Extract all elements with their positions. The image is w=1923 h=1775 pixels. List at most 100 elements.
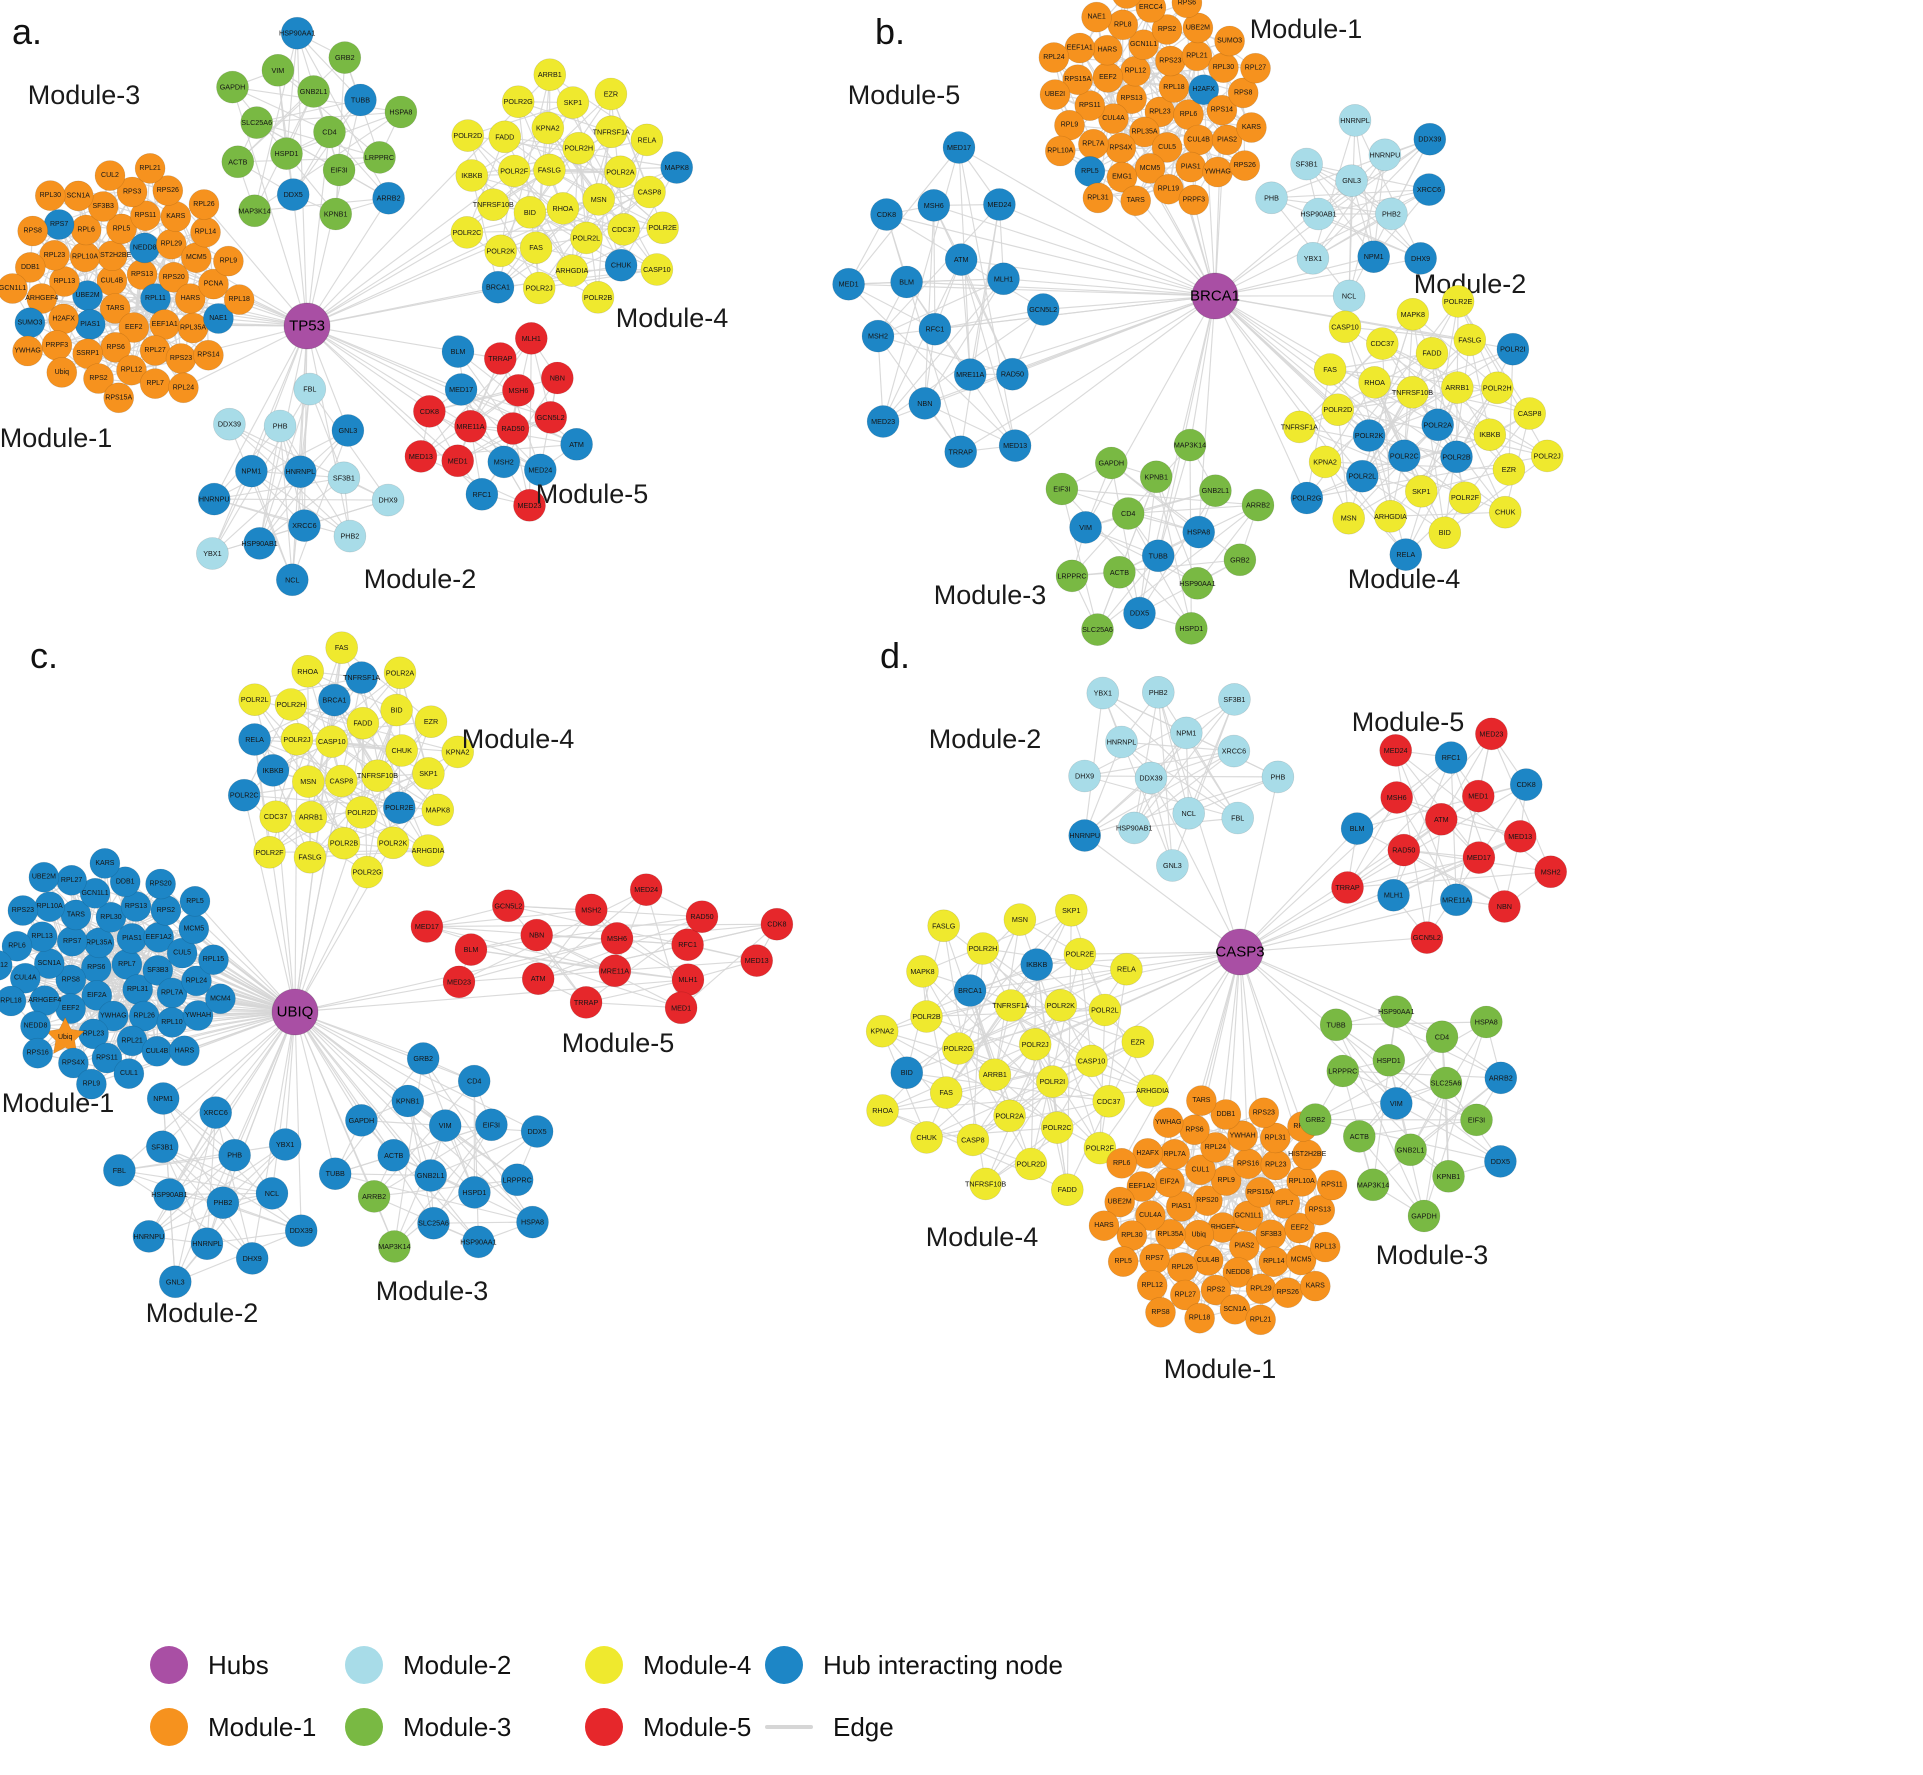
node-RAD50[interactable]: RAD50 xyxy=(996,357,1029,391)
node-POLR2E[interactable]: POLR2E xyxy=(1441,285,1475,318)
node-PIAS1[interactable]: PIAS1 xyxy=(1175,151,1207,183)
node-SKP1[interactable]: SKP1 xyxy=(556,86,590,119)
node-NPM1[interactable]: NPM1 xyxy=(1170,716,1203,750)
node-POLR2H[interactable]: POLR2H xyxy=(1481,371,1514,405)
node-FADD[interactable]: FADD xyxy=(1051,1173,1084,1206)
node-RPL9[interactable]: RPL9 xyxy=(1054,109,1085,141)
node-HIST2H2BE[interactable]: HIST2H2BE xyxy=(93,240,132,271)
node-RAD50[interactable]: RAD50 xyxy=(496,412,530,445)
node-HSP90AA1[interactable]: HSP90AA1 xyxy=(460,1225,497,1259)
node-GNL3[interactable]: GNL3 xyxy=(331,414,365,447)
node-MSH6[interactable]: MSH6 xyxy=(917,189,951,222)
node-MLH1[interactable]: MLH1 xyxy=(1377,878,1410,912)
node-ARHGDIA[interactable]: ARHGDIA xyxy=(1136,1074,1169,1107)
node-BID[interactable]: BID xyxy=(513,196,547,229)
node-POLR2C[interactable]: POLR2C xyxy=(450,216,484,249)
node-KPNB1[interactable]: KPNB1 xyxy=(391,1084,425,1118)
node-TRRAP[interactable]: TRRAP xyxy=(569,986,603,1019)
node-RPS11[interactable]: RPS11 xyxy=(1316,1169,1348,1201)
node-RPS23[interactable]: RPS23 xyxy=(165,343,197,374)
node-NPM1[interactable]: NPM1 xyxy=(1357,240,1390,274)
node-FBL[interactable]: FBL xyxy=(1221,801,1254,835)
node-GCN5L2[interactable]: GCN5L2 xyxy=(1026,293,1060,326)
node-RPL30[interactable]: RPL30 xyxy=(1208,52,1239,83)
node-MED17[interactable]: MED17 xyxy=(1462,841,1496,874)
node-MED23[interactable]: MED23 xyxy=(866,405,900,438)
node-NEDD8[interactable]: NEDD8 xyxy=(20,1010,51,1042)
node-PIAS2[interactable]: PIAS2 xyxy=(1229,1230,1260,1262)
node-POLR2K[interactable]: POLR2K xyxy=(1044,988,1078,1022)
node-RPS2[interactable]: RPS2 xyxy=(1151,14,1183,45)
node-PRPF3[interactable]: PRPF3 xyxy=(41,330,73,361)
node-PHB2[interactable]: PHB2 xyxy=(206,1186,240,1219)
node-POLR2A[interactable]: POLR2A xyxy=(993,1099,1026,1133)
node-RPL18[interactable]: RPL18 xyxy=(0,985,27,1017)
node-RPL6[interactable]: RPL6 xyxy=(1106,1148,1137,1179)
node-RPL26[interactable]: RPL26 xyxy=(188,189,220,220)
node-POLR2K[interactable]: POLR2K xyxy=(484,234,518,268)
node-HSPA8[interactable]: HSPA8 xyxy=(1182,515,1215,549)
node-RPL18[interactable]: RPL18 xyxy=(1184,1302,1215,1334)
node-RPS23[interactable]: RPS23 xyxy=(7,895,39,926)
node-CASP10[interactable]: CASP10 xyxy=(640,253,674,286)
node-VIM[interactable]: VIM xyxy=(428,1109,462,1142)
node-SUMO3[interactable]: SUMO3 xyxy=(1214,25,1245,57)
node-RPS2[interactable]: RPS2 xyxy=(83,363,114,394)
node-H2AFX[interactable]: H2AFX xyxy=(1188,74,1219,105)
node-GRB2[interactable]: GRB2 xyxy=(328,41,362,74)
node-FBL[interactable]: FBL xyxy=(103,1154,136,1187)
node-SUMO3[interactable]: SUMO3 xyxy=(14,307,46,339)
node-XRCC6[interactable]: XRCC6 xyxy=(1217,734,1251,768)
node-MRE11A[interactable]: MRE11A xyxy=(454,409,487,443)
node-RPL30[interactable]: RPL30 xyxy=(1116,1220,1148,1251)
node-DDX5[interactable]: DDX5 xyxy=(276,178,310,211)
node-RPL14[interactable]: RPL14 xyxy=(190,216,221,248)
node-RPL10A[interactable]: RPL10A xyxy=(69,241,101,273)
node-MAP3K14[interactable]: MAP3K14 xyxy=(378,1230,411,1263)
node-RPS8[interactable]: RPS8 xyxy=(17,215,49,247)
node-RPL21[interactable]: RPL21 xyxy=(1245,1304,1276,1336)
node-VIM[interactable]: VIM xyxy=(1380,1087,1413,1120)
node-YBX1[interactable]: YBX1 xyxy=(1086,676,1120,710)
node-HSPD1[interactable]: HSPD1 xyxy=(270,137,303,170)
node-CD4[interactable]: CD4 xyxy=(1111,497,1145,530)
node-GRB2[interactable]: GRB2 xyxy=(1223,543,1257,577)
node-CASP10[interactable]: CASP10 xyxy=(1328,310,1362,344)
node-RPS11[interactable]: RPS11 xyxy=(130,200,161,231)
node-EEF1A1[interactable]: EEF1A1 xyxy=(1064,32,1096,64)
node-RPL5[interactable]: RPL5 xyxy=(106,213,137,245)
node-POLR2C[interactable]: POLR2C xyxy=(227,778,261,812)
node-GCN5L2[interactable]: GCN5L2 xyxy=(491,889,525,923)
node-POLR2B[interactable]: POLR2B xyxy=(1440,440,1473,474)
node-MCM5[interactable]: MCM5 xyxy=(178,913,210,945)
node-ACTB[interactable]: ACTB xyxy=(377,1139,411,1172)
node-MRE11A[interactable]: MRE11A xyxy=(1440,883,1473,917)
node-EEF2[interactable]: EEF2 xyxy=(1092,62,1124,93)
node-RPL12[interactable]: RPL12 xyxy=(1120,55,1151,87)
node-EIF3I[interactable]: EIF3I xyxy=(1045,472,1079,506)
node-FASLG[interactable]: FASLG xyxy=(927,909,961,943)
node-EEF1A1[interactable]: EEF1A1 xyxy=(149,309,180,340)
node-HNRNPL[interactable]: HNRNPL xyxy=(190,1227,224,1260)
node-ERCC4[interactable]: ERCC4 xyxy=(1135,0,1167,23)
node-MCM4[interactable]: MCM4 xyxy=(205,983,236,1015)
node-RPS23[interactable]: RPS23 xyxy=(1248,1097,1280,1129)
node-BRCA1[interactable]: BRCA1 xyxy=(953,974,987,1007)
node-TRRAP[interactable]: TRRAP xyxy=(1331,871,1364,904)
node-ARRB2[interactable]: ARRB2 xyxy=(1484,1061,1518,1095)
node-CHUK[interactable]: CHUK xyxy=(1488,495,1522,529)
node-RPL9[interactable]: RPL9 xyxy=(213,245,244,277)
node-CUL4B[interactable]: CUL4B xyxy=(1192,1245,1224,1276)
node-RPL10A[interactable]: RPL10A xyxy=(34,891,66,923)
node-HNRNPL[interactable]: HNRNPL xyxy=(1338,104,1372,137)
node-RPS4X[interactable]: RPS4X xyxy=(1105,132,1137,164)
node-RPL8[interactable]: RPL8 xyxy=(1107,9,1139,41)
node-DHX9[interactable]: DHX9 xyxy=(235,1242,269,1275)
node-RPS7[interactable]: RPS7 xyxy=(1139,1243,1170,1274)
node-YWHAG[interactable]: YWHAG xyxy=(12,335,43,367)
node-GAPDH[interactable]: GAPDH xyxy=(345,1104,378,1137)
node-MSH6[interactable]: MSH6 xyxy=(1380,781,1413,814)
node-RPS7[interactable]: RPS7 xyxy=(43,209,75,240)
node-RHOA[interactable]: RHOA xyxy=(1358,366,1391,399)
node-CUL1[interactable]: CUL1 xyxy=(113,1058,145,1089)
